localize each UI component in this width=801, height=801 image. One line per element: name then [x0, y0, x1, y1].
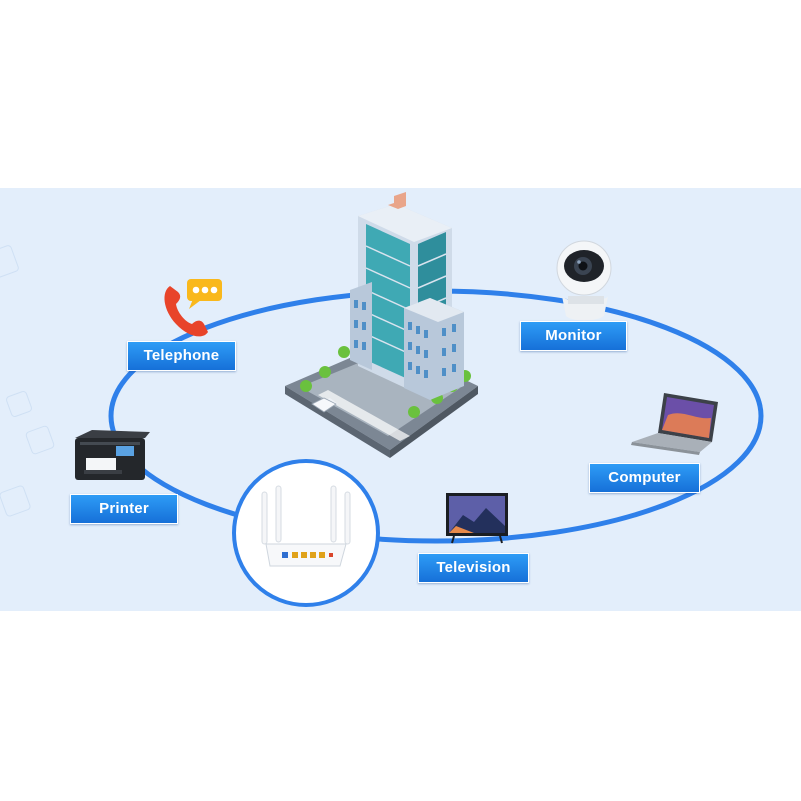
router-icon	[232, 459, 380, 607]
printer-icon	[75, 430, 150, 480]
computer-label: Computer	[589, 463, 700, 493]
car-icon	[311, 397, 337, 413]
laptop-icon	[631, 393, 718, 455]
monitor-label: Monitor	[520, 321, 627, 351]
television-label: Television	[418, 553, 529, 583]
security-camera-icon	[556, 240, 612, 321]
printer-label: Printer	[70, 494, 178, 524]
telephone-icon	[164, 279, 222, 337]
office-building-icon	[285, 192, 478, 458]
television-icon	[446, 493, 508, 544]
telephone-label: Telephone	[127, 341, 236, 371]
